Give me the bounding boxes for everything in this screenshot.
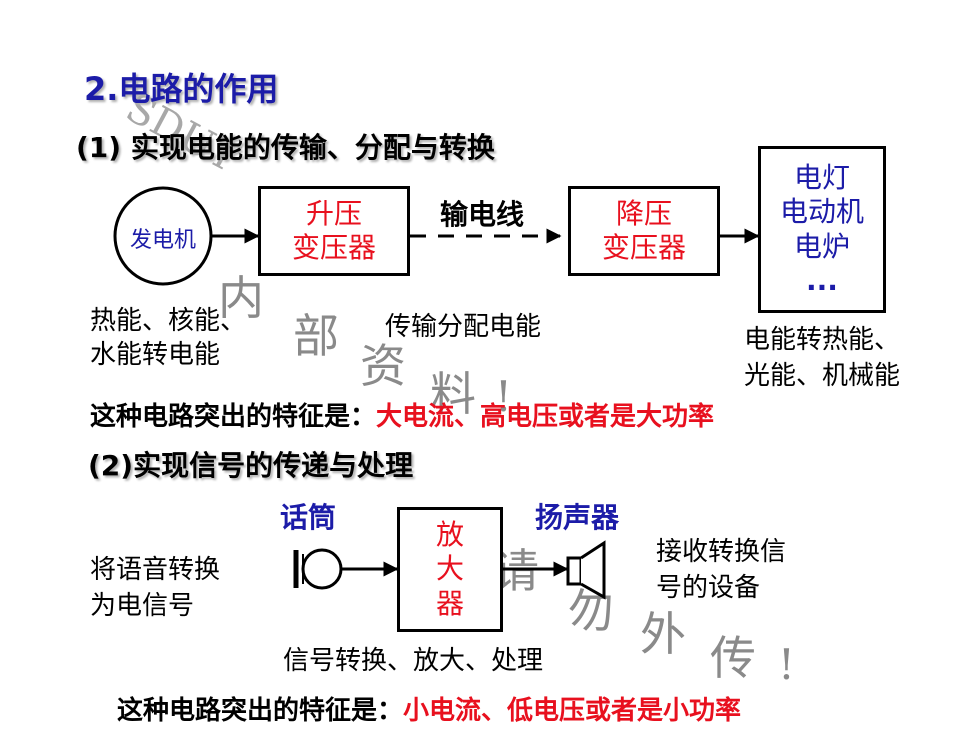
note-energy-conversion: 电能转热能、 光能、机械能 [744, 322, 900, 394]
watermark-char: 部 [293, 309, 339, 363]
load-more: ... [806, 263, 838, 297]
watermark-char: ! [495, 372, 512, 421]
note-energy-sources-line2: 水能转电能 [90, 340, 221, 370]
amplifier-box: 放 大 器 [397, 507, 503, 632]
note-energy-conversion-line1: 电能转热能、 [744, 325, 901, 355]
note-voice-to-signal-line2: 为电信号 [90, 591, 195, 621]
part1-heading-num: (1) [76, 131, 122, 164]
watermark-char: 资 [360, 339, 406, 393]
part1-feature-prefix: 这种电路突出的特征是： [90, 402, 377, 432]
note-energy-sources-line1: 热能、核能、 [90, 306, 247, 336]
note-receiver-device-line2: 号的设备 [656, 573, 761, 603]
amplifier-char2: 大 [435, 552, 464, 586]
watermark-char: 勿 [568, 584, 614, 638]
note-energy-conversion-line2: 光能、机械能 [744, 361, 901, 391]
speaker-body [566, 556, 583, 586]
note-receiver-device: 接收转换信 号的设备 [656, 534, 786, 606]
speaker-cone [580, 540, 606, 600]
note-voice-to-signal: 将语音转换 为电信号 [90, 552, 220, 624]
part2-feature-prefix: 这种电路突出的特征是： [117, 696, 404, 726]
note-signal-processing: 信号转换、放大、处理 [283, 646, 544, 676]
section-title: 2.电路的作用 [84, 70, 279, 108]
watermark-char: 内 [218, 271, 264, 325]
loads-box: 电灯 电动机 电炉 ... [758, 146, 886, 313]
part1-heading: (1) 实现电能的传输、分配与转换 [76, 126, 495, 166]
step-down-line2: 变压器 [601, 231, 686, 264]
part1-feature: 这种电路突出的特征是：大电流、高电压或者是大功率 [90, 396, 714, 433]
step-down-transformer-box: 降压 变压器 [568, 186, 720, 276]
transmission-line-label: 输电线 [440, 198, 525, 231]
load-furnace: 电炉 [793, 229, 850, 263]
part2-feature: 这种电路突出的特征是：小电流、低电压或者是小功率 [117, 690, 741, 727]
speaker-label: 扬声器 [535, 501, 620, 534]
load-lamp: 电灯 [793, 161, 850, 195]
mic-circle [301, 548, 343, 590]
part1-feature-value: 大电流、高电压或者是大功率 [376, 402, 715, 432]
step-down-line1: 降压 [615, 196, 672, 230]
note-voice-to-signal-line1: 将语音转换 [90, 555, 221, 585]
watermark-char: 外 [640, 607, 686, 661]
watermark-char: 传 [710, 631, 756, 685]
microphone-label: 话筒 [280, 501, 337, 534]
part2-heading: (2)实现信号的传递与处理 [88, 449, 414, 482]
note-energy-sources: 热能、核能、 水能转电能 [90, 304, 246, 372]
step-up-line2: 变压器 [291, 231, 376, 264]
load-motor: 电动机 [779, 195, 864, 229]
note-receiver-device-line1: 接收转换信 [656, 537, 787, 567]
step-up-transformer-box: 升压 变压器 [258, 186, 410, 276]
generator-label: 发电机 [129, 228, 196, 253]
amplifier-char3: 器 [435, 586, 464, 620]
note-transmission: 传输分配电能 [385, 312, 542, 342]
watermark-char: 料 [430, 367, 476, 421]
amplifier-char1: 放 [435, 518, 464, 552]
watermark-char: ! [778, 640, 795, 689]
part2-feature-value: 小电流、低电压或者是小功率 [403, 696, 742, 726]
step-up-line1: 升压 [305, 196, 362, 230]
part1-heading-text: 实现电能的传输、分配与转换 [121, 131, 495, 164]
